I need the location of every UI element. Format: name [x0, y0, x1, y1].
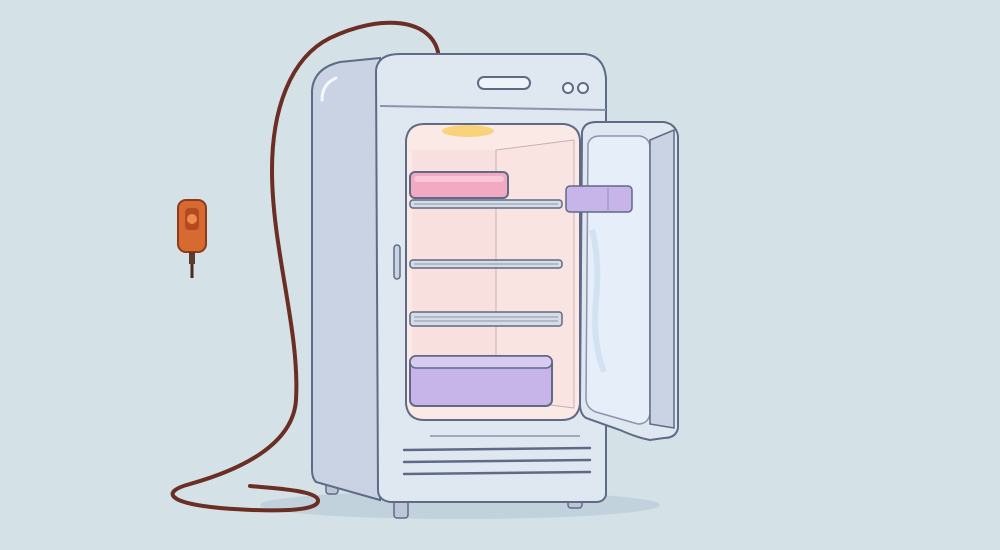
- power-plug-icon: [177, 199, 207, 278]
- side-handle: [393, 244, 401, 280]
- shelf-1: [409, 199, 563, 209]
- body-highlight: [320, 76, 338, 102]
- crisper-drawer: [409, 355, 553, 407]
- shelf-2: [409, 259, 563, 269]
- shelf-3: [409, 311, 563, 327]
- interior-back-wall-shade: [412, 150, 496, 398]
- door-shelf-bin: [565, 185, 633, 213]
- fridge-door: [565, 121, 679, 442]
- control-panel-divider: [379, 105, 607, 111]
- control-knobs: [562, 82, 589, 94]
- power-cord: [170, 20, 440, 513]
- top-display-slot: [477, 76, 531, 90]
- pink-container: [409, 171, 509, 199]
- bottom-vent: [402, 435, 592, 476]
- interior-light: [442, 125, 494, 137]
- fridge-side-panel: [311, 56, 381, 502]
